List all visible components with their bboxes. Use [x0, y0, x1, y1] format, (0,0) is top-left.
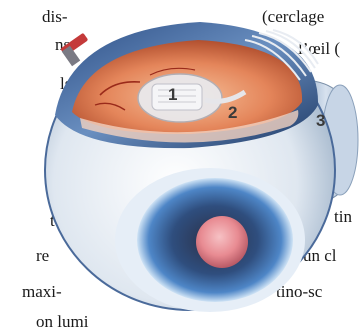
label-2: 2 — [228, 103, 237, 122]
label-1: 1 — [168, 85, 177, 104]
label-3: 3 — [316, 111, 325, 130]
